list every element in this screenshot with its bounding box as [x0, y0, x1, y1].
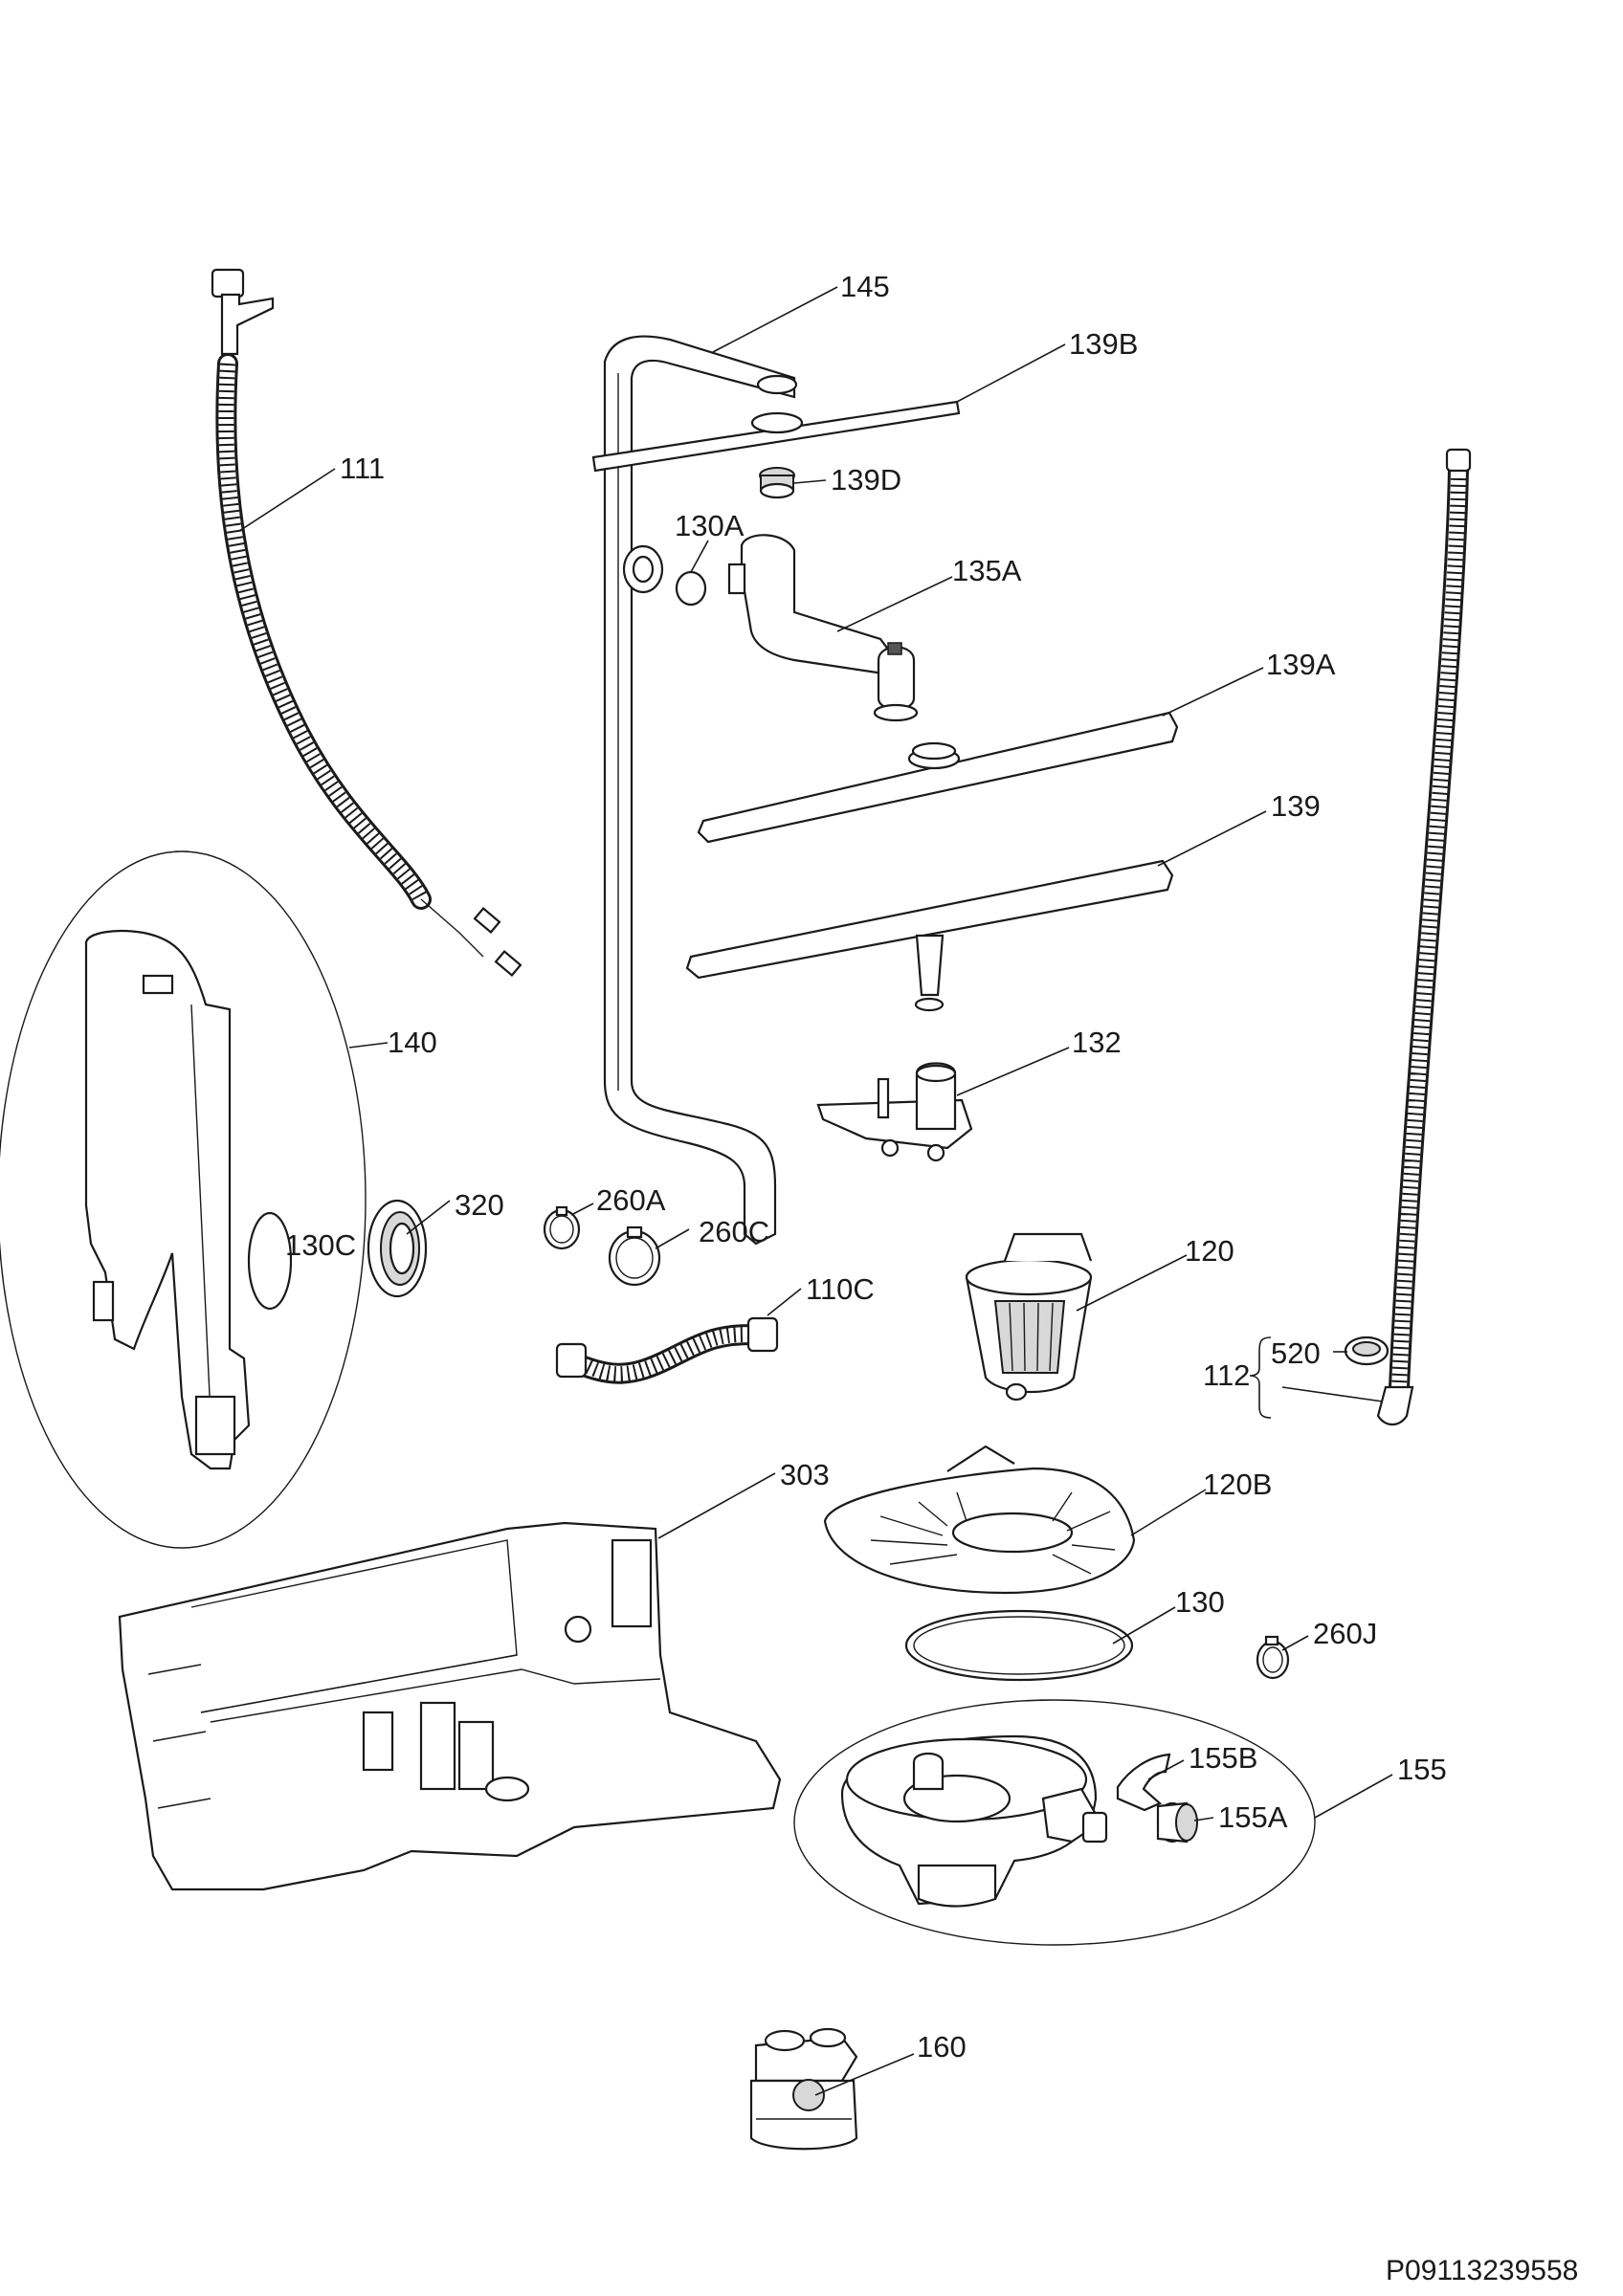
leader-112 [1281, 1386, 1384, 1402]
part-320-flange[interactable] [367, 1199, 428, 1298]
part-139B-upper-spray-arm[interactable] [591, 374, 961, 473]
part-520-cap[interactable] [1344, 1336, 1390, 1366]
part-145-water-pipe[interactable] [603, 335, 796, 1246]
part-labels: 111 145 139B 139D 130A 135A 139A 139 140… [285, 270, 1447, 2064]
part-139D-nut[interactable] [759, 467, 795, 499]
leader-260C [655, 1228, 690, 1249]
label-130A: 130A [675, 509, 745, 542]
leader-120 [1076, 1254, 1188, 1312]
part-135A-connector[interactable] [727, 534, 919, 722]
part-260C-clamp[interactable] [608, 1225, 661, 1287]
leader-260A [570, 1203, 594, 1216]
part-120-filter[interactable] [965, 1232, 1093, 1402]
leader-139 [1157, 810, 1267, 867]
label-139: 139 [1271, 789, 1321, 823]
label-132: 132 [1072, 1026, 1122, 1059]
leader-303 [657, 1472, 776, 1539]
label-160: 160 [917, 2030, 967, 2064]
leader-130A [690, 540, 709, 573]
leader-140 [348, 1042, 389, 1049]
label-130: 130 [1175, 1585, 1225, 1619]
leader-132 [956, 1047, 1070, 1096]
label-320: 320 [455, 1188, 504, 1222]
label-120: 120 [1185, 1234, 1234, 1268]
leader-155B [1147, 1759, 1185, 1780]
leader-130 [1112, 1606, 1176, 1645]
label-520: 520 [1271, 1336, 1321, 1370]
leader-160 [814, 2053, 915, 2096]
label-260C: 260C [699, 1215, 769, 1248]
leader-110C [767, 1288, 802, 1316]
part-139-lower-spray-arm[interactable] [685, 859, 1174, 1012]
leader-155A [1193, 1817, 1214, 1821]
leader-139B [956, 343, 1066, 403]
part-160-pump[interactable] [749, 2027, 858, 2151]
part-155-sump[interactable] [793, 1699, 1316, 1946]
label-130C: 130C [285, 1228, 356, 1262]
leader-135A [836, 576, 953, 632]
part-130C-ring[interactable] [247, 1211, 293, 1311]
brace-112 [1249, 1336, 1272, 1419]
part-260A-clamp[interactable] [543, 1205, 581, 1250]
part-130-gasket[interactable] [904, 1609, 1134, 1682]
leader-145 [712, 286, 838, 353]
leader-lines [238, 286, 1393, 2096]
leader-155 [1314, 1774, 1393, 1819]
leader-120B [1130, 1489, 1207, 1536]
part-303-base[interactable] [118, 1521, 782, 1891]
part-140-side-panel[interactable] [0, 850, 367, 1549]
part-110C-hose[interactable] [555, 1316, 779, 1384]
label-145: 145 [840, 270, 890, 303]
label-110C: 110C [806, 1272, 875, 1306]
part-111-inlet-hose[interactable] [211, 268, 522, 977]
label-140: 140 [388, 1026, 437, 1059]
part-139A-middle-spray-arm[interactable] [697, 711, 1179, 844]
part-112-drain-hose[interactable] [1376, 448, 1472, 1426]
part-155B-cover[interactable] [1116, 1753, 1171, 1812]
part-260J-clamp[interactable] [1256, 1635, 1290, 1680]
leader-111 [238, 468, 336, 532]
part-132-support[interactable] [816, 1062, 973, 1162]
label-303: 303 [780, 1458, 830, 1491]
label-260A: 260A [596, 1183, 666, 1217]
leader-320 [406, 1200, 451, 1235]
leader-139D [793, 479, 827, 484]
label-139B: 139B [1069, 327, 1138, 361]
label-139A: 139A [1266, 648, 1336, 681]
part-120B-filter-plate[interactable] [823, 1445, 1136, 1595]
label-120B: 120B [1203, 1468, 1272, 1501]
part-155A-connector[interactable] [1156, 1801, 1198, 1843]
label-111: 111 [340, 452, 385, 485]
label-112: 112 [1203, 1358, 1250, 1392]
label-155: 155 [1397, 1753, 1447, 1786]
label-135A: 135A [952, 554, 1022, 587]
label-260J: 260J [1313, 1617, 1377, 1650]
document-id: P09113239558 [1386, 2255, 1578, 2286]
leader-260J [1281, 1635, 1309, 1651]
part-130A-ring[interactable] [675, 570, 707, 607]
label-139D: 139D [831, 463, 901, 497]
label-155A: 155A [1218, 1800, 1288, 1834]
leader-139A [1162, 667, 1264, 717]
label-155B: 155B [1189, 1741, 1257, 1775]
